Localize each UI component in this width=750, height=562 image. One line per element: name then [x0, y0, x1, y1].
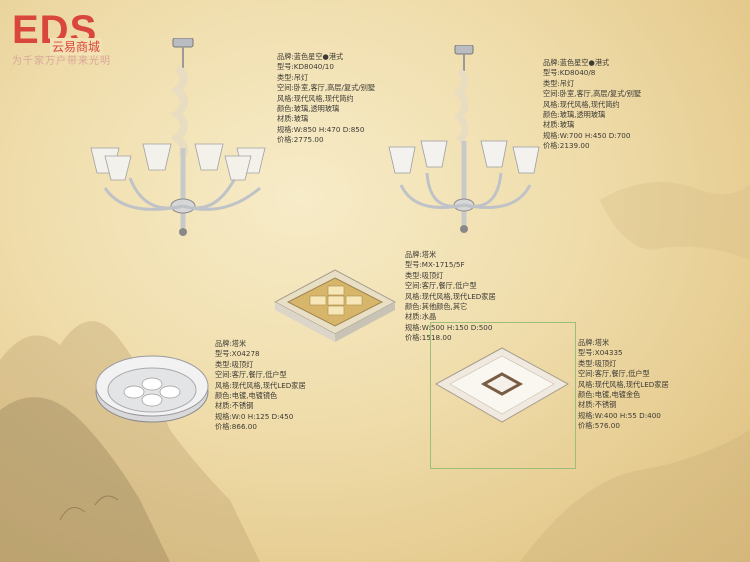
spec-style: 风格:现代风格,现代LED家居: [578, 379, 669, 389]
spec-price: 价格:2139.00: [543, 141, 590, 151]
spec-type: 类型:吸顶灯: [578, 358, 617, 368]
spec-model: 型号:KD8040/8: [543, 68, 596, 78]
spec-style: 风格:现代风格,现代简约: [277, 93, 354, 103]
spec-color: 颜色:玻璃,透明玻璃: [543, 109, 606, 119]
spec-color: 颜色:其他颜色,其它: [405, 301, 468, 311]
spec-material: 材质:不锈钢: [215, 401, 254, 411]
chandelier-8-image[interactable]: [385, 45, 545, 235]
spec-brand: 品牌:塔米: [215, 339, 247, 348]
chandelier-10-image[interactable]: [85, 38, 280, 238]
spec-brand: 品牌:蓝色星空●港式: [277, 52, 344, 61]
spec-price: 价格:576.00: [578, 421, 620, 431]
spec-material: 材质:玻璃: [277, 114, 309, 124]
round-ceiling-lamp-image[interactable]: [92, 348, 212, 428]
spec-color: 颜色:玻璃,透明玻璃: [277, 103, 340, 113]
spec-style: 风格:现代风格,现代LED家居: [215, 380, 306, 390]
spec-material: 材质:玻璃: [543, 120, 575, 130]
square-led-lamp-image[interactable]: [432, 344, 572, 429]
spec-space: 空间:客厅,餐厅,低户型: [405, 281, 477, 291]
product-spec-5: 品牌:塔米 型号:X04335 类型:吸顶灯 空间:客厅,餐厅,低户型 风格:现…: [578, 338, 669, 432]
spec-brand: 品牌:塔米: [578, 338, 610, 347]
spec-brand: 品牌:塔米: [405, 250, 437, 259]
spec-material: 材质:不锈钢: [578, 400, 617, 410]
spec-space: 空间:卧室,客厅,高层/复式/别墅: [277, 83, 376, 93]
spec-size: 规格:W:0 H:125 D:450: [215, 411, 294, 421]
spec-size: 规格:W:500 H:150 D:500: [405, 322, 493, 332]
brand-logo[interactable]: EDS 云易商城 为千家万户带来光明: [12, 10, 112, 67]
spec-color: 颜色:电镀,电镀镜色: [215, 390, 278, 400]
logo-slogan: 为千家万户带来光明: [12, 56, 111, 67]
spec-type: 类型:吊灯: [543, 78, 575, 88]
spec-model: 型号:KD8040/10: [277, 62, 334, 72]
spec-size: 规格:W:700 H:450 D:700: [543, 130, 631, 140]
selection-frame: [430, 322, 576, 469]
logo-name: 云易商城: [50, 38, 103, 55]
spec-model: 型号:MX-1715/5F: [405, 260, 465, 270]
spec-size: 规格:W:850 H:470 D:850: [277, 124, 365, 134]
spec-material: 材质:水晶: [405, 312, 437, 322]
spec-brand: 品牌:蓝色星空●港式: [543, 58, 610, 67]
spec-style: 风格:现代风格,现代LED家居: [405, 291, 496, 301]
product-spec-3: 品牌:塔米 型号:MX-1715/5F 类型:吸顶灯 空间:客厅,餐厅,低户型 …: [405, 250, 496, 344]
spec-model: 型号:X04335: [578, 348, 623, 358]
spec-model: 型号:X04278: [215, 349, 260, 359]
spec-type: 类型:吸顶灯: [405, 270, 444, 280]
product-spec-4: 品牌:塔米 型号:X04278 类型:吸顶灯 空间:客厅,餐厅,低户型 风格:现…: [215, 339, 306, 433]
spec-style: 风格:现代风格,现代简约: [543, 99, 620, 109]
spec-space: 空间:客厅,餐厅,低户型: [578, 369, 650, 379]
spec-price: 价格:866.00: [215, 422, 257, 432]
spec-color: 颜色:电镀,电镀金色: [578, 389, 641, 399]
spec-price: 价格:1518.00: [405, 333, 452, 343]
product-spec-2: 品牌:蓝色星空●港式 型号:KD8040/8 类型:吊灯 空间:卧室,客厅,高层…: [543, 58, 641, 152]
product-spec-1: 品牌:蓝色星空●港式 型号:KD8040/10 类型:吊灯 空间:卧室,客厅,高…: [277, 52, 375, 146]
spec-size: 规格:W:400 H:55 D:400: [578, 410, 661, 420]
spec-space: 空间:卧室,客厅,高层/复式/别墅: [543, 89, 642, 99]
crystal-ceiling-lamp-image[interactable]: [270, 262, 400, 357]
spec-type: 类型:吊灯: [277, 72, 309, 82]
spec-price: 价格:2775.00: [277, 135, 324, 145]
spec-space: 空间:客厅,餐厅,低户型: [215, 370, 287, 380]
spec-type: 类型:吸顶灯: [215, 359, 254, 369]
